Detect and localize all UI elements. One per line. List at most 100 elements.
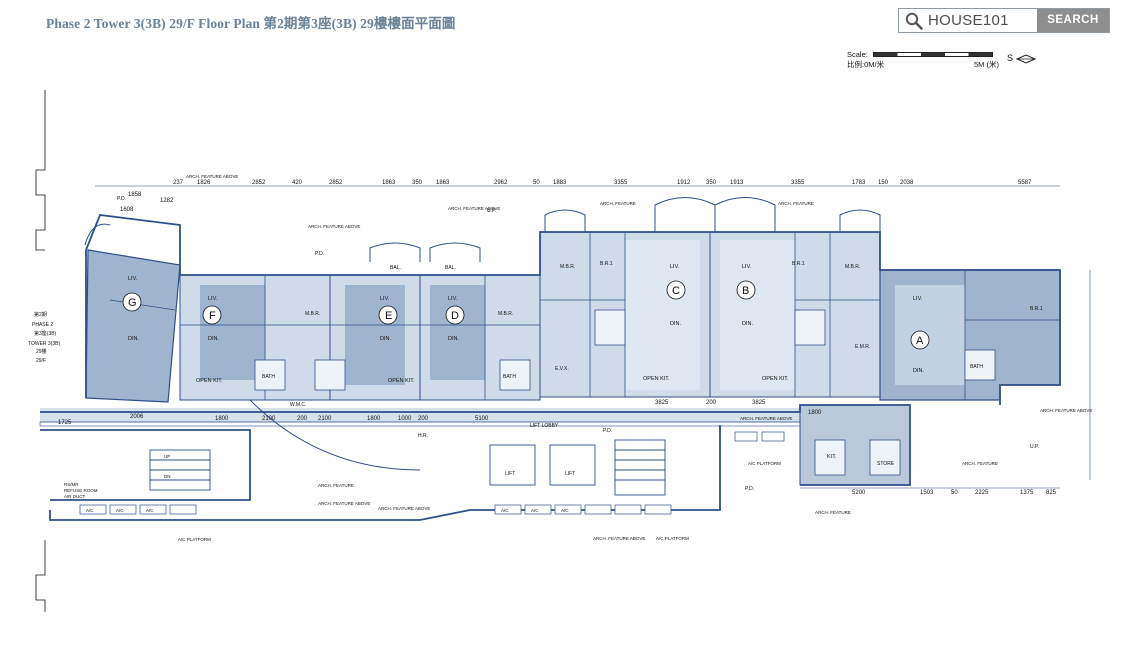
room-label: BATH (503, 374, 516, 380)
dimension-label: 1858 (128, 192, 142, 198)
flat-label-e: E (385, 310, 392, 322)
dimension-label: 3825 (655, 400, 669, 406)
room-label: BATH (970, 364, 983, 370)
dimension-label: 1783 (852, 180, 866, 186)
dimension-label: 50 (533, 180, 540, 186)
dimension-label: 1800 (808, 410, 822, 416)
room-label: DIN. (208, 336, 219, 342)
dimension-label: 200 (418, 416, 429, 422)
annotation: A/C (86, 508, 94, 513)
plan-text: G F E D C B A LIV. DIN. LIV. DIN. OPEN K… (28, 174, 1092, 542)
room-label: M.B.R. (498, 311, 513, 317)
dimension-label: 2006 (130, 414, 144, 420)
room-label: LIV. (380, 296, 390, 302)
annotation: A/C PLATFORM (656, 536, 689, 541)
room-label: B.R.1 (792, 261, 805, 267)
dimension-label: 2852 (252, 180, 266, 186)
search-button[interactable]: SEARCH (1037, 9, 1109, 32)
room-label: B.R.1 (600, 261, 613, 267)
flat-label-d: D (451, 310, 459, 322)
annotation: A/C PLATFORM (178, 537, 211, 542)
room-label: LIV. (128, 276, 138, 282)
dimension-label: 1608 (120, 207, 134, 213)
annotation: ARCH. FEATURE ABOVE (378, 506, 430, 511)
annotation: ARCH. FEATURE (778, 201, 814, 206)
room-label: OPEN KIT. (762, 376, 789, 382)
room-label: OPEN KIT. (388, 378, 415, 384)
dimension-label: 1375 (1020, 490, 1034, 496)
orientation-label: S (1007, 53, 1014, 63)
room-label: BAL. (390, 265, 401, 271)
scale-end-label: 5M (米) (974, 60, 999, 69)
room-label: BAL. (445, 265, 456, 271)
dimension-label: 2962 (494, 180, 508, 186)
annotation: ARCH. FEATURE ABOVE (318, 501, 370, 506)
annotation: A/C (146, 508, 154, 513)
annotation: ARCH. FEATURE (318, 483, 354, 488)
dimension-label: 2225 (975, 490, 989, 496)
orientation-arrow-icon (1016, 54, 1036, 64)
search-bar[interactable]: HOUSE101 SEARCH (898, 8, 1110, 33)
flat-label-a: A (916, 335, 924, 347)
annotation: A/C PLATFORM (748, 461, 781, 466)
annotation: ARCH. FEATURE (815, 510, 851, 515)
dimension-label: 2852 (329, 180, 343, 186)
dimension-label: 1826 (197, 180, 211, 186)
room-label: LIV. (448, 296, 458, 302)
room-label: BATH (262, 374, 275, 380)
dimension-label: 1000 (398, 416, 412, 422)
dimension-label: 1282 (160, 198, 174, 204)
core-elements (149, 439, 666, 496)
dimension-label: 825 (1046, 490, 1057, 496)
dimension-label: 237 (173, 180, 184, 186)
dimension-label: 5100 (475, 416, 489, 422)
dimension-label: 1725 (58, 420, 72, 426)
annotation: RS/MR (64, 482, 79, 487)
room-label: W.M.C. (290, 402, 306, 408)
scale-legend: Scale: 比例:0M/米 5M (米) S (846, 50, 1046, 72)
room-label: B.R.1 (1030, 306, 1043, 312)
dimension-label: 420 (292, 180, 303, 186)
dimension-label: 2038 (900, 180, 914, 186)
flat-label-c: C (672, 285, 680, 297)
scale-bar (873, 52, 993, 57)
dimension-label: 50 (951, 490, 958, 496)
dimension-label: 2100 (262, 416, 276, 422)
tower-label: 第2期 (34, 311, 47, 318)
tower-label: 第3座(3B) (34, 330, 57, 337)
annotation: LIFT LOBBY (530, 423, 559, 429)
room-label: U.P. (487, 208, 496, 214)
annotation: ARCH. FEATURE ABOVE (308, 224, 360, 229)
tower-label: 29樓 (36, 348, 47, 355)
dimension-label: 200 (297, 416, 308, 422)
search-icon (905, 12, 923, 30)
dimension-label: 200 (706, 400, 717, 406)
bay-windows (84, 197, 881, 471)
dimension-label: 5200 (852, 490, 866, 496)
scale-label: Scale: (847, 50, 868, 59)
outer-walls (40, 214, 1061, 521)
dimension-label: 5587 (1018, 180, 1032, 186)
annotation: A/C (116, 508, 124, 513)
tower-label: PHASE 2 (32, 322, 53, 328)
dimension-label: 1800 (367, 416, 381, 422)
dimension-label: 350 (412, 180, 423, 186)
tower-label: TOWER 3(3B) (28, 341, 60, 347)
annotation: A/C (531, 508, 539, 513)
room-label: P.D. (315, 251, 324, 257)
dimension-label: 350 (706, 180, 717, 186)
flat-label-b: B (742, 285, 749, 297)
room-label: DIN. (380, 336, 391, 342)
room-label: DIN. (742, 321, 753, 327)
break-line (35, 90, 46, 612)
dimension-label: 1800 (215, 416, 229, 422)
room-label: M.B.R. (560, 264, 575, 270)
room-label: E.M.R. (855, 344, 870, 350)
room-label: DIN. (448, 336, 459, 342)
ac-ledges (79, 431, 785, 515)
room-label: U.P. (1030, 444, 1039, 450)
dimension-label: 3825 (752, 400, 766, 406)
annotation: UP (164, 454, 170, 459)
annotation: ARCH. FEATURE (962, 461, 998, 466)
dimension-label: 1913 (730, 180, 744, 186)
